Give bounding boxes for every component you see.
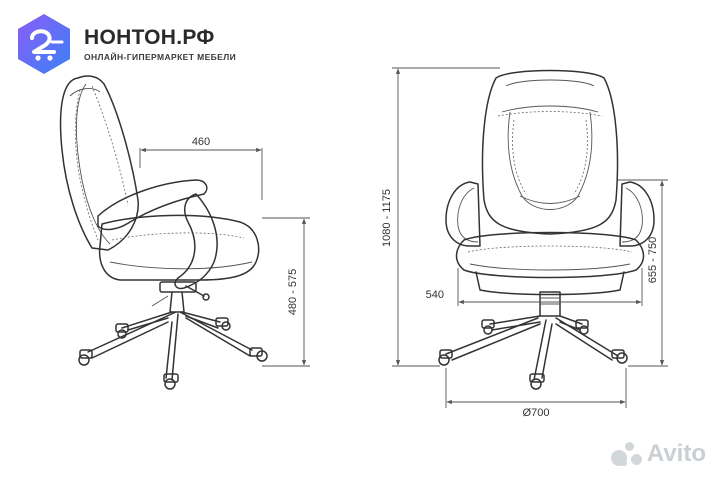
- caster: [78, 349, 93, 366]
- brand-header[interactable]: НОНТОН.РФ ОНЛАЙН-ГИПЕРМАРКЕТ МЕБЕЛИ: [12, 12, 236, 76]
- seat-height-label: 480 - 575: [287, 269, 299, 315]
- caster: [215, 317, 231, 331]
- caster: [115, 323, 129, 339]
- side-view-chair: [59, 75, 268, 390]
- total-height-dimension: 1080 - 1175: [381, 67, 500, 367]
- caster: [611, 349, 628, 364]
- front-view-chair: [438, 69, 655, 390]
- armrest-height-label: 655 - 750: [647, 237, 659, 283]
- caster: [529, 373, 545, 390]
- total-height-label: 1080 - 1175: [381, 189, 393, 247]
- watermark-text: Avito: [646, 440, 706, 467]
- base-diameter-dimension: Ø700: [445, 368, 627, 419]
- caster: [438, 349, 453, 366]
- armrest-height-dimension: 655 - 750: [618, 179, 668, 367]
- avito-logo-icon: [609, 440, 643, 468]
- caster: [575, 319, 589, 335]
- base-diameter-label: Ø700: [523, 407, 550, 419]
- caster: [481, 319, 495, 335]
- avito-watermark: Avito: [609, 440, 706, 468]
- depth-label: 460: [192, 136, 210, 148]
- width-label: 540: [426, 289, 444, 301]
- caster: [163, 373, 179, 390]
- depth-dimension: 460: [139, 136, 263, 200]
- caster: [249, 347, 268, 362]
- brand-tagline: ОНЛАЙН-ГИПЕРМАРКЕТ МЕБЕЛИ: [84, 52, 237, 62]
- width-dimension: 540: [426, 268, 643, 306]
- brand-name: НОНТОН.РФ: [84, 26, 215, 49]
- seat-height-dimension: 480 - 575: [262, 217, 310, 367]
- brand-logo-icon: [18, 14, 70, 74]
